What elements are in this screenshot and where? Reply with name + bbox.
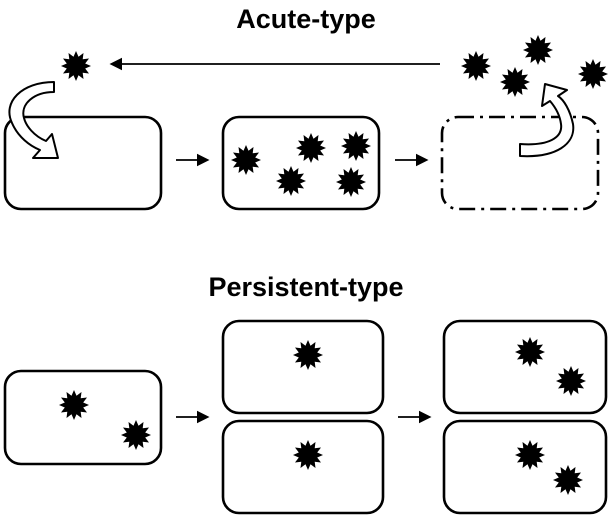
virus-particle-icon	[515, 440, 545, 470]
acute-cell-replication	[221, 115, 381, 211]
release-curved-arrow	[519, 83, 575, 158]
acute-title: Acute-type	[236, 4, 376, 34]
virus-particle-icon	[523, 35, 553, 65]
virus-particle-icon	[231, 145, 261, 175]
virus-particle-icon	[556, 366, 586, 396]
acute-cell-lysed	[440, 115, 600, 211]
virus-particle-icon	[336, 167, 366, 197]
virus-particle-icon	[515, 337, 545, 367]
persistent-title: Persistent-type	[208, 272, 403, 302]
virus-particle-icon	[500, 67, 530, 97]
virus-particle-icon	[293, 440, 323, 470]
virus-particle-icon	[293, 340, 323, 370]
virus-particle-icon	[59, 390, 89, 420]
persistent-section: Persistent-type	[3, 272, 608, 515]
virus-particle-icon	[121, 420, 151, 450]
persistent-daughter-cell-top	[221, 319, 385, 415]
entry-curved-arrow	[8, 81, 59, 159]
persistent-daughter-cell-bottom	[221, 419, 385, 515]
virus-particle-icon	[61, 51, 91, 81]
persistent-cell-infected	[3, 369, 163, 466]
virus-particles	[59, 35, 608, 495]
acute-section: Acute-type	[3, 4, 600, 211]
virus-particle-icon	[578, 59, 608, 89]
virus-particle-icon	[276, 166, 306, 196]
virus-particle-icon	[553, 465, 583, 495]
virus-particle-icon	[341, 131, 371, 161]
persistent-granddaughter-cell-bottom	[442, 419, 608, 515]
virus-particle-icon	[461, 51, 491, 81]
persistent-granddaughter-cell-top	[442, 319, 608, 415]
virus-particle-icon	[296, 133, 326, 163]
